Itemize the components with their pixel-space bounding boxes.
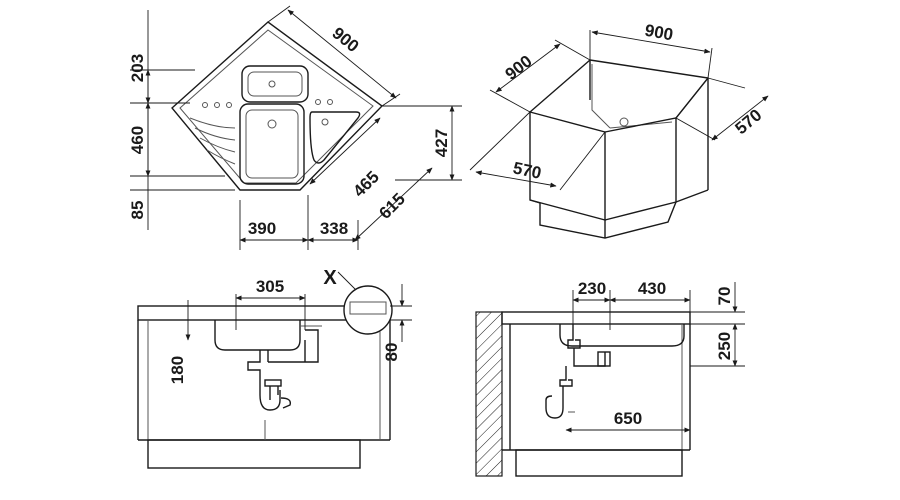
- basin-section: [214, 320, 301, 351]
- cabinet-front-right: [604, 117, 677, 221]
- plinth-front: [147, 439, 361, 469]
- dim-70: 70: [715, 287, 734, 306]
- drain-top: [268, 80, 276, 88]
- cabinet-inner-back: [591, 64, 673, 129]
- trap-outlet: [280, 397, 291, 409]
- dim-250: 250: [715, 332, 734, 360]
- detail-inner-worktop: [349, 301, 387, 315]
- cabinet-plinth: [529, 199, 677, 239]
- dim-427: 427: [432, 129, 451, 157]
- tap-hole: [327, 99, 333, 105]
- trap-side: [545, 366, 573, 419]
- tap-hole: [226, 102, 232, 108]
- main-basin: [239, 103, 305, 185]
- dim-230: 230: [578, 279, 606, 298]
- cabinet-pipe-hole: [619, 117, 629, 127]
- dim-305: 305: [256, 277, 284, 296]
- cabinet-side-right: [675, 77, 709, 203]
- dim-390: 390: [248, 219, 276, 238]
- dim-570-cabinet-right: 570: [731, 105, 765, 138]
- drainer-rib: [194, 127, 236, 141]
- trap-riser: [269, 386, 279, 400]
- front-elevation: X 305 180 80: [137, 267, 412, 469]
- dim-460: 460: [128, 126, 147, 154]
- dim-465: 465: [349, 167, 382, 200]
- overflow-fitting-side: [597, 351, 611, 367]
- drain-right: [321, 118, 329, 126]
- dim-900-cabinet-left: 900: [502, 51, 536, 83]
- detail-circle-x: [343, 285, 393, 335]
- dim-80: 80: [382, 343, 401, 362]
- dim-900-cabinet-top: 900: [643, 21, 674, 45]
- wall-section: [475, 311, 503, 477]
- main-basin-inner: [245, 109, 299, 179]
- cabinet-isometric: 900 900 570 570: [469, 21, 769, 239]
- overflow-pipe: [268, 329, 319, 363]
- tap-hole: [214, 102, 220, 108]
- plinth-side: [515, 449, 683, 477]
- worktop-side: [501, 311, 691, 325]
- drainer-rib: [199, 137, 236, 153]
- drain-main: [267, 119, 277, 129]
- dim-430: 430: [638, 279, 666, 298]
- detail-marker-x: X: [323, 267, 337, 289]
- dim-650: 650: [614, 409, 642, 428]
- cabinet-top-edge: [529, 59, 709, 119]
- dim-203: 203: [128, 54, 147, 82]
- side-section: 230 430 650 70 250: [475, 279, 745, 477]
- waste-pipe: [247, 350, 281, 411]
- waste-pipe-side: [567, 324, 606, 367]
- dim-900-plan: 900: [328, 23, 362, 56]
- plan-view: 203 460 85 900 427 465 615 390 338: [128, 5, 462, 250]
- drainer-rib: [189, 117, 236, 129]
- drainer-rib: [206, 149, 236, 165]
- dim-338: 338: [320, 219, 348, 238]
- cabinet-side-inner: [147, 320, 381, 440]
- dim-85: 85: [128, 201, 147, 220]
- dim-180: 180: [168, 356, 187, 384]
- cabinet-side-body: [502, 324, 691, 451]
- basin-side-section: [559, 324, 685, 347]
- trap-fitting: [264, 379, 282, 387]
- tap-hole: [315, 99, 321, 105]
- sink-rim-inner: [179, 29, 374, 184]
- tap-hole: [202, 102, 208, 108]
